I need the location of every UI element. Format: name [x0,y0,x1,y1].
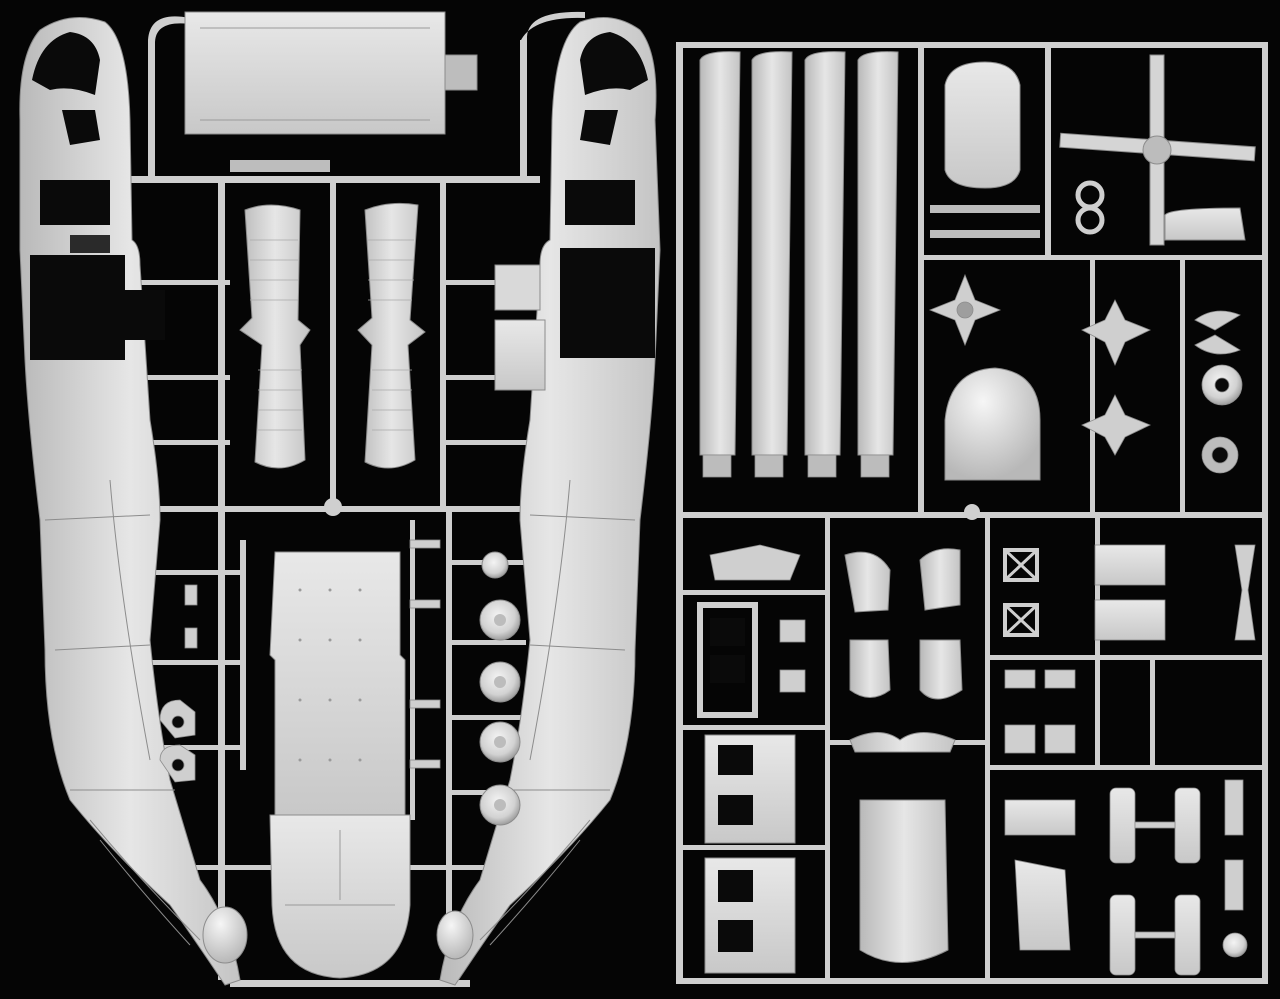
roof-panel [184,11,478,172]
cabin-floor [269,551,406,816]
small-detail-parts [1004,779,1248,976]
left-sprue-runners [130,11,585,987]
main-wheels [479,551,521,826]
engine-cowlings [844,548,963,963]
cargo-ramp [269,814,411,979]
transmission-cover [930,61,1040,238]
horizontal-stabilizer-left [239,204,311,469]
landing-gear-struts [1003,544,1256,754]
left-small-parts [159,539,441,783]
cabin-doors [704,734,796,974]
fuselage-half-right [436,17,661,986]
rotor-hub [928,273,1243,474]
fuselage-half-left [19,17,248,986]
left-sprue [19,11,661,987]
right-sprue [676,42,1268,984]
nose-cone [944,367,1041,481]
tail-rotor [1059,54,1256,246]
horizontal-stabilizer-right [357,202,426,469]
seat-frames [697,544,806,718]
main-rotor-blades [699,51,899,478]
